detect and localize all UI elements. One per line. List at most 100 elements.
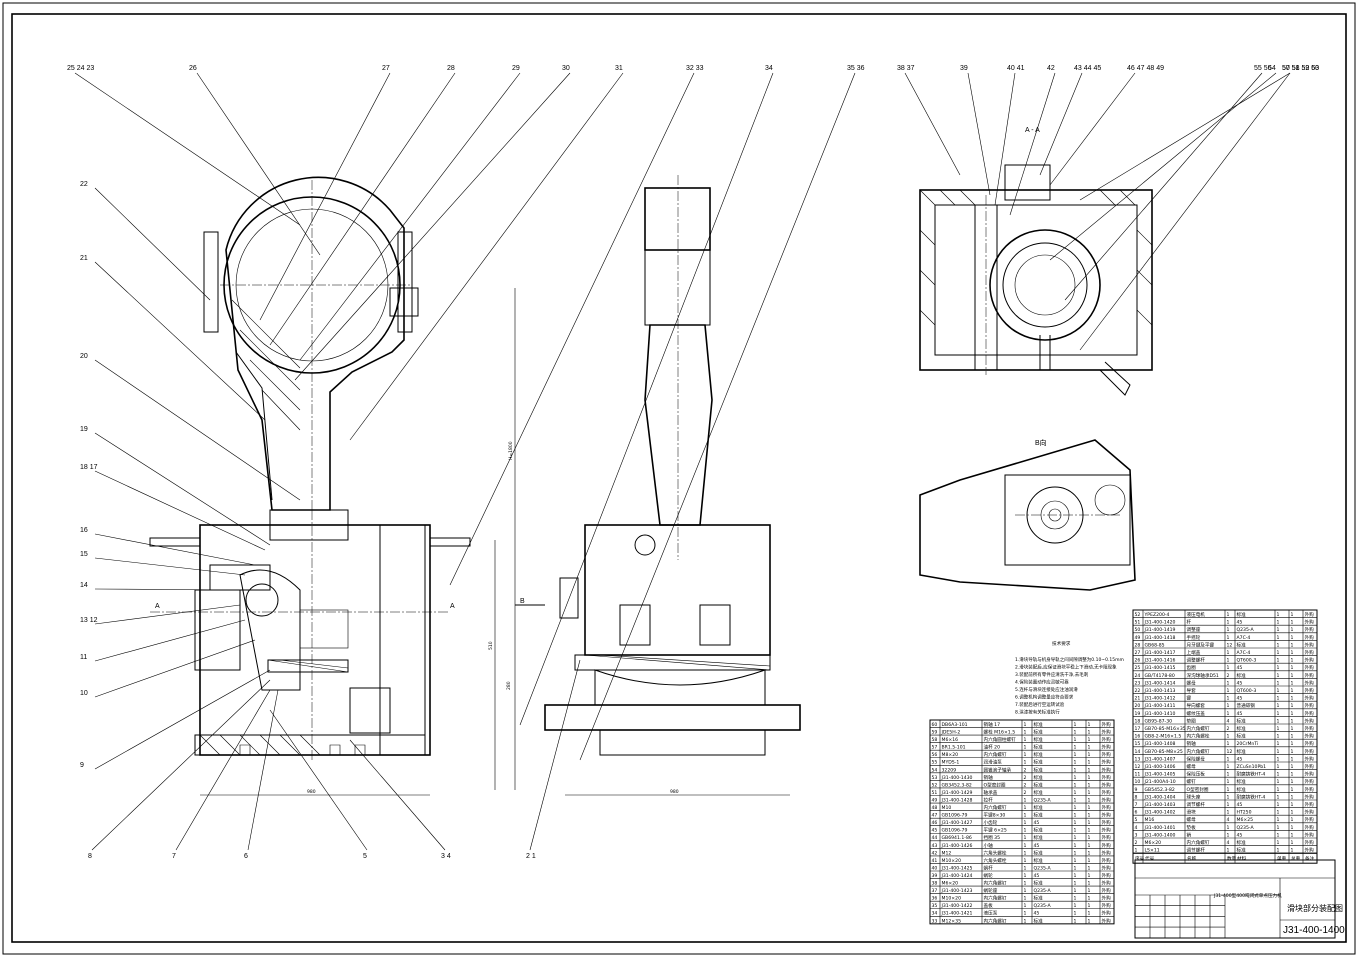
callout-top: 28 [447,65,455,72]
bom-cell: J31-400-1411 [1144,703,1176,709]
callout-top: 31 [615,65,623,72]
bom-cell: 外购 [1305,687,1315,694]
bom-cell: 外购 [1305,740,1315,747]
dim-stroke: H=1800 [508,441,514,460]
bom-cell: 外购 [1102,774,1112,781]
bom-cell: 液压泵 [984,910,998,917]
callout-left: 15 [80,551,88,558]
callout-top: 55 56 [1254,65,1272,72]
bom-cell: 标准 [1237,839,1247,846]
conrod-bolt-right [397,231,413,333]
bom-cell: QT600-3 [1237,688,1257,694]
callout-left: 14 [80,582,88,589]
bom-cell: 保险螺母 [1187,755,1206,762]
bom-cell: 1 [1227,627,1230,633]
bom-cell: 螺纹压盖 [1187,710,1206,717]
callout-top: 34 [765,65,773,72]
conrod-bolt-left [203,231,219,333]
bom-cell: 1 [1291,756,1294,762]
bom-cell: 1 [1277,741,1280,747]
bom-cell: 1 [1227,620,1230,626]
bom-cell: 1 [1074,843,1077,849]
callout-left: 16 [80,527,88,534]
bom-cell: 内六角螺钉 [984,880,1007,887]
callout-top: 35 36 [847,65,865,72]
bom-cell: 12 [1135,764,1141,770]
bom-cell: 1 [1024,828,1027,834]
bom-cell: 1 [1291,840,1294,846]
bom-cell: 1 [1074,896,1077,902]
callout-left: 18 17 [80,464,98,471]
bom-cell: 58 [932,737,938,743]
bom-cell: 外购 [1305,824,1315,831]
callout-top: 39 [960,65,968,72]
bom-cell: 1 [1088,767,1091,773]
bom-cell: 1 [1088,881,1091,887]
dim-small: 280 [506,681,512,690]
technical-requirements: 技术要求 1.滑块导轨与机身导轨之间间隙调整为0.10~0.15mm2.滑块装配… [1015,640,1124,716]
bom-cell: 平键 6×25 [984,827,1007,834]
bom-cell: 内六角螺栓 [1187,733,1210,740]
bom-cell: Q235-A [1237,627,1255,633]
bom-cell: 13 [1135,756,1141,762]
bom-cell: 1 [1024,737,1027,743]
bom-cell: 1 [1277,787,1280,793]
side-view: 980 [544,175,801,796]
bom-cell: 螺栓 M16×1.5 [984,729,1016,736]
bom-cell: 49 [932,797,938,803]
bom-cell: 1 [1088,820,1091,826]
bom-cell: 45 [1034,843,1040,849]
bom-cell: 1 [1277,642,1280,648]
bom-cell: 外购 [1102,736,1112,743]
bom-cell: 外购 [1102,834,1112,841]
bom-cell: 53 [932,775,938,781]
bom-cell: 外购 [1305,672,1315,679]
callout-top: 54 [1268,65,1276,72]
bom-cell: 15 [1135,741,1141,747]
bom-cell: J31-400-1425 [941,865,973,871]
bom-cell: 1 [1074,850,1077,856]
bom-cell: 7 [1135,802,1138,808]
bom-cell: 45 [1237,696,1243,702]
callout-top: 26 [189,65,197,72]
bom-cell: M10 [942,805,952,811]
bom-cell: 56 [932,752,938,758]
bom-cell: M6×20 [1145,840,1162,846]
bom-cell: 1 [1277,779,1280,785]
bom-cell: J31-400-1429 [941,790,973,796]
bom-cell: 18 [1135,718,1141,724]
bom-cell: 1 [1291,734,1294,740]
callout-left: 9 [80,762,84,769]
bom-cell: 外购 [1102,910,1112,917]
bom-cell: 45 [1237,802,1243,808]
bom-cell: 1 [1024,797,1027,803]
dim-height: 510 [488,641,494,650]
bom-cell: 45 [1237,620,1243,626]
bom-cell: 1 [1277,650,1280,656]
bom-cell: 50 [1135,627,1141,633]
bom-cell: 1 [1277,810,1280,816]
callout-left: 10 [80,690,88,697]
bom-cell: J31-400-1426 [941,843,973,849]
bom-cell: 1 [1277,832,1280,838]
callout-top: 25 24 23 [67,65,94,72]
bom-cell: 外购 [1305,786,1315,793]
bom-cell: 标准 [1237,847,1247,854]
bom-cell: J21-400A4-10 [1144,779,1176,785]
bom-cell: 蜗轮座 [984,887,998,894]
bom-cell: J31-400-1424 [941,873,973,879]
bom-cell: 4 [1227,718,1230,724]
bom-cell: 外购 [1102,812,1112,819]
bom-cell: M12 [942,850,952,856]
bom-cell: 9 [1135,787,1138,793]
bom-cell: A7C-4 [1237,650,1251,656]
bom-cell: 1 [1277,734,1280,740]
bom-cell: 1 [1074,737,1077,743]
bom-cell: J31-400-1423 [941,888,973,894]
bom-cell: J31-400-1414 [1144,680,1176,686]
bom-cell: 1 [1227,665,1230,671]
bom-cell: J31-400-1406 [1144,764,1176,770]
bom-cell: 保险压板 [1187,771,1206,778]
bom-cell: 1 [1088,903,1091,909]
